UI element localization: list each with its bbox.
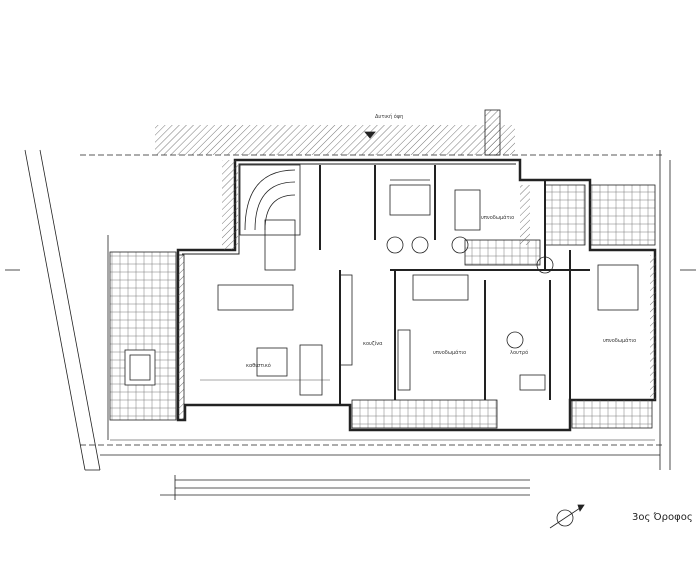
neighbor-wall: [155, 125, 515, 155]
room-label: λουτρό: [510, 350, 529, 356]
view-label: Δυτική όψη: [375, 114, 404, 120]
bed: [597, 264, 639, 311]
room-label: υπνοδωμάτιο: [603, 338, 637, 344]
room-label: καθιστικό: [246, 363, 271, 369]
terrace: [109, 251, 177, 421]
property-line: [24, 149, 86, 471]
room-label: υπνοδωμάτιο: [481, 215, 515, 221]
bed: [412, 274, 469, 301]
room-label: κουζίνα: [363, 341, 383, 347]
dining-table: [264, 219, 296, 271]
room-label: υπνοδωμάτιο: [433, 350, 467, 356]
view-arrow-icon: [364, 131, 376, 139]
sofa: [217, 284, 294, 311]
north-arrow-icon: [549, 504, 585, 529]
floor-title: 3ος Όροφος: [632, 512, 693, 523]
